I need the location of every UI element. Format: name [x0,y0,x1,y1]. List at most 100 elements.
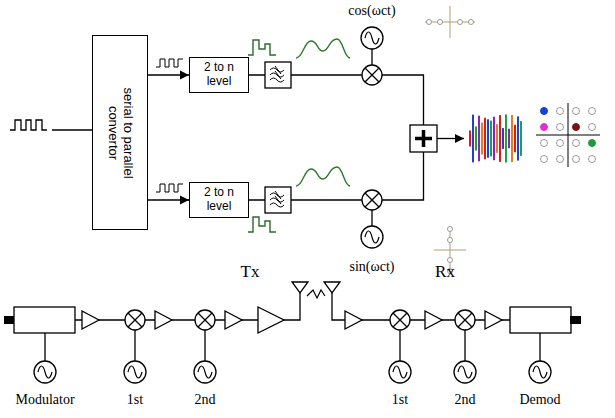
i-constellation [425,6,475,38]
box-label: 2 to n level [190,61,248,89]
signal-label: cos(ωct) [348,3,395,19]
q-constellation [448,238,453,243]
signal-label: sin(ωct) [350,259,395,275]
qam-constellation [573,156,580,163]
rf-line [45,330,540,361]
illustration [389,361,411,383]
qam-constellation [541,108,596,163]
i-constellation [458,20,463,25]
process-box: 2 to n level [189,182,249,218]
q-constellation [448,258,453,263]
illustration [265,187,291,213]
qam-constellation [541,140,548,147]
radio-link [307,290,325,298]
signal-label: Rx [435,262,455,282]
illustration [34,361,56,383]
illustration [361,27,383,49]
qam-signal-burst [508,129,510,148]
signal-label: Demod [519,392,560,408]
illustration [195,310,215,330]
qam-signal-burst [475,126,477,150]
signal-label: 2nd [455,392,476,408]
i-constellation [425,6,475,38]
q-constellation [448,227,453,232]
multilevel-waveform [248,40,276,55]
i-constellation [469,20,474,25]
bit-waveform [156,184,183,192]
illustration [125,310,145,330]
qam-constellation [557,156,564,163]
signal-label: 2nd [195,392,216,408]
illustration [258,307,284,333]
qam-constellation [557,140,564,147]
qam-constellation [557,124,564,131]
rf-line [45,292,540,361]
summer-symbol [410,125,437,152]
box-label: 2 to n level [190,186,248,214]
qam-signal-burst [520,121,522,156]
qam-constellation [541,124,548,131]
illustration [390,310,410,330]
qam-constellation [541,108,548,115]
signal-label: Modulator [15,392,74,408]
qam-constellation [536,103,600,167]
qam-constellation [589,108,596,115]
qam-constellation [589,124,596,131]
illustration [265,62,291,88]
qam-constellation [573,124,580,131]
qam-constellation [573,140,580,147]
illustration [485,311,502,329]
qam-constellation [589,140,596,147]
signal-label: 1st [392,392,408,408]
qam-signal-burst [490,121,492,157]
qam-signal-burst [511,115,513,162]
qam-signal-burst [469,131,471,147]
illustration [82,311,99,329]
demodulator-block [510,307,581,333]
illustration [345,311,362,329]
qam-signal-burst [502,128,504,149]
i-constellation [427,20,432,25]
signal-label: Tx [241,262,260,282]
box-label: serial to parallel convertor [105,68,135,198]
filtered-waveform [296,39,350,186]
qam-constellation [589,156,596,163]
qam-signal-burst [517,116,519,160]
illustration [361,226,383,248]
illustration [155,311,172,329]
input-bitstream [52,129,92,130]
antenna-symbol [292,282,308,293]
signal-arrow [148,74,189,75]
illustration [194,361,216,383]
qam-constellation [536,103,600,167]
modulator-block [14,307,75,333]
process-box: 2 to n level [189,57,249,93]
antenna-symbol [292,282,340,293]
antenna-symbol [324,282,340,293]
filtered-waveform [296,167,350,186]
qam-signal-burst [493,117,495,160]
signal-label: 1st [127,392,143,408]
qam-signal-burst [496,124,498,153]
illustration [362,65,382,85]
illustration [425,311,442,329]
input-bitstream [10,120,92,130]
modulator-block [4,307,75,333]
qam-signal-burst [472,115,474,163]
illustration [454,361,476,383]
illustration [225,311,242,329]
qam-constellation [557,108,564,115]
qam-constellation [573,108,580,115]
demodulator-block [510,307,571,333]
qam-signal-burst [514,125,516,152]
illustration [124,361,146,383]
qam-signal-burst [481,123,483,155]
converter-box: serial to parallel convertor [92,35,148,230]
summer-symbol [410,125,437,152]
qam-signal-burst [469,115,522,163]
qam-signal-burst [484,118,486,160]
bit-waveform [156,59,183,67]
illustration [455,310,475,330]
summer-symbol [415,130,432,147]
